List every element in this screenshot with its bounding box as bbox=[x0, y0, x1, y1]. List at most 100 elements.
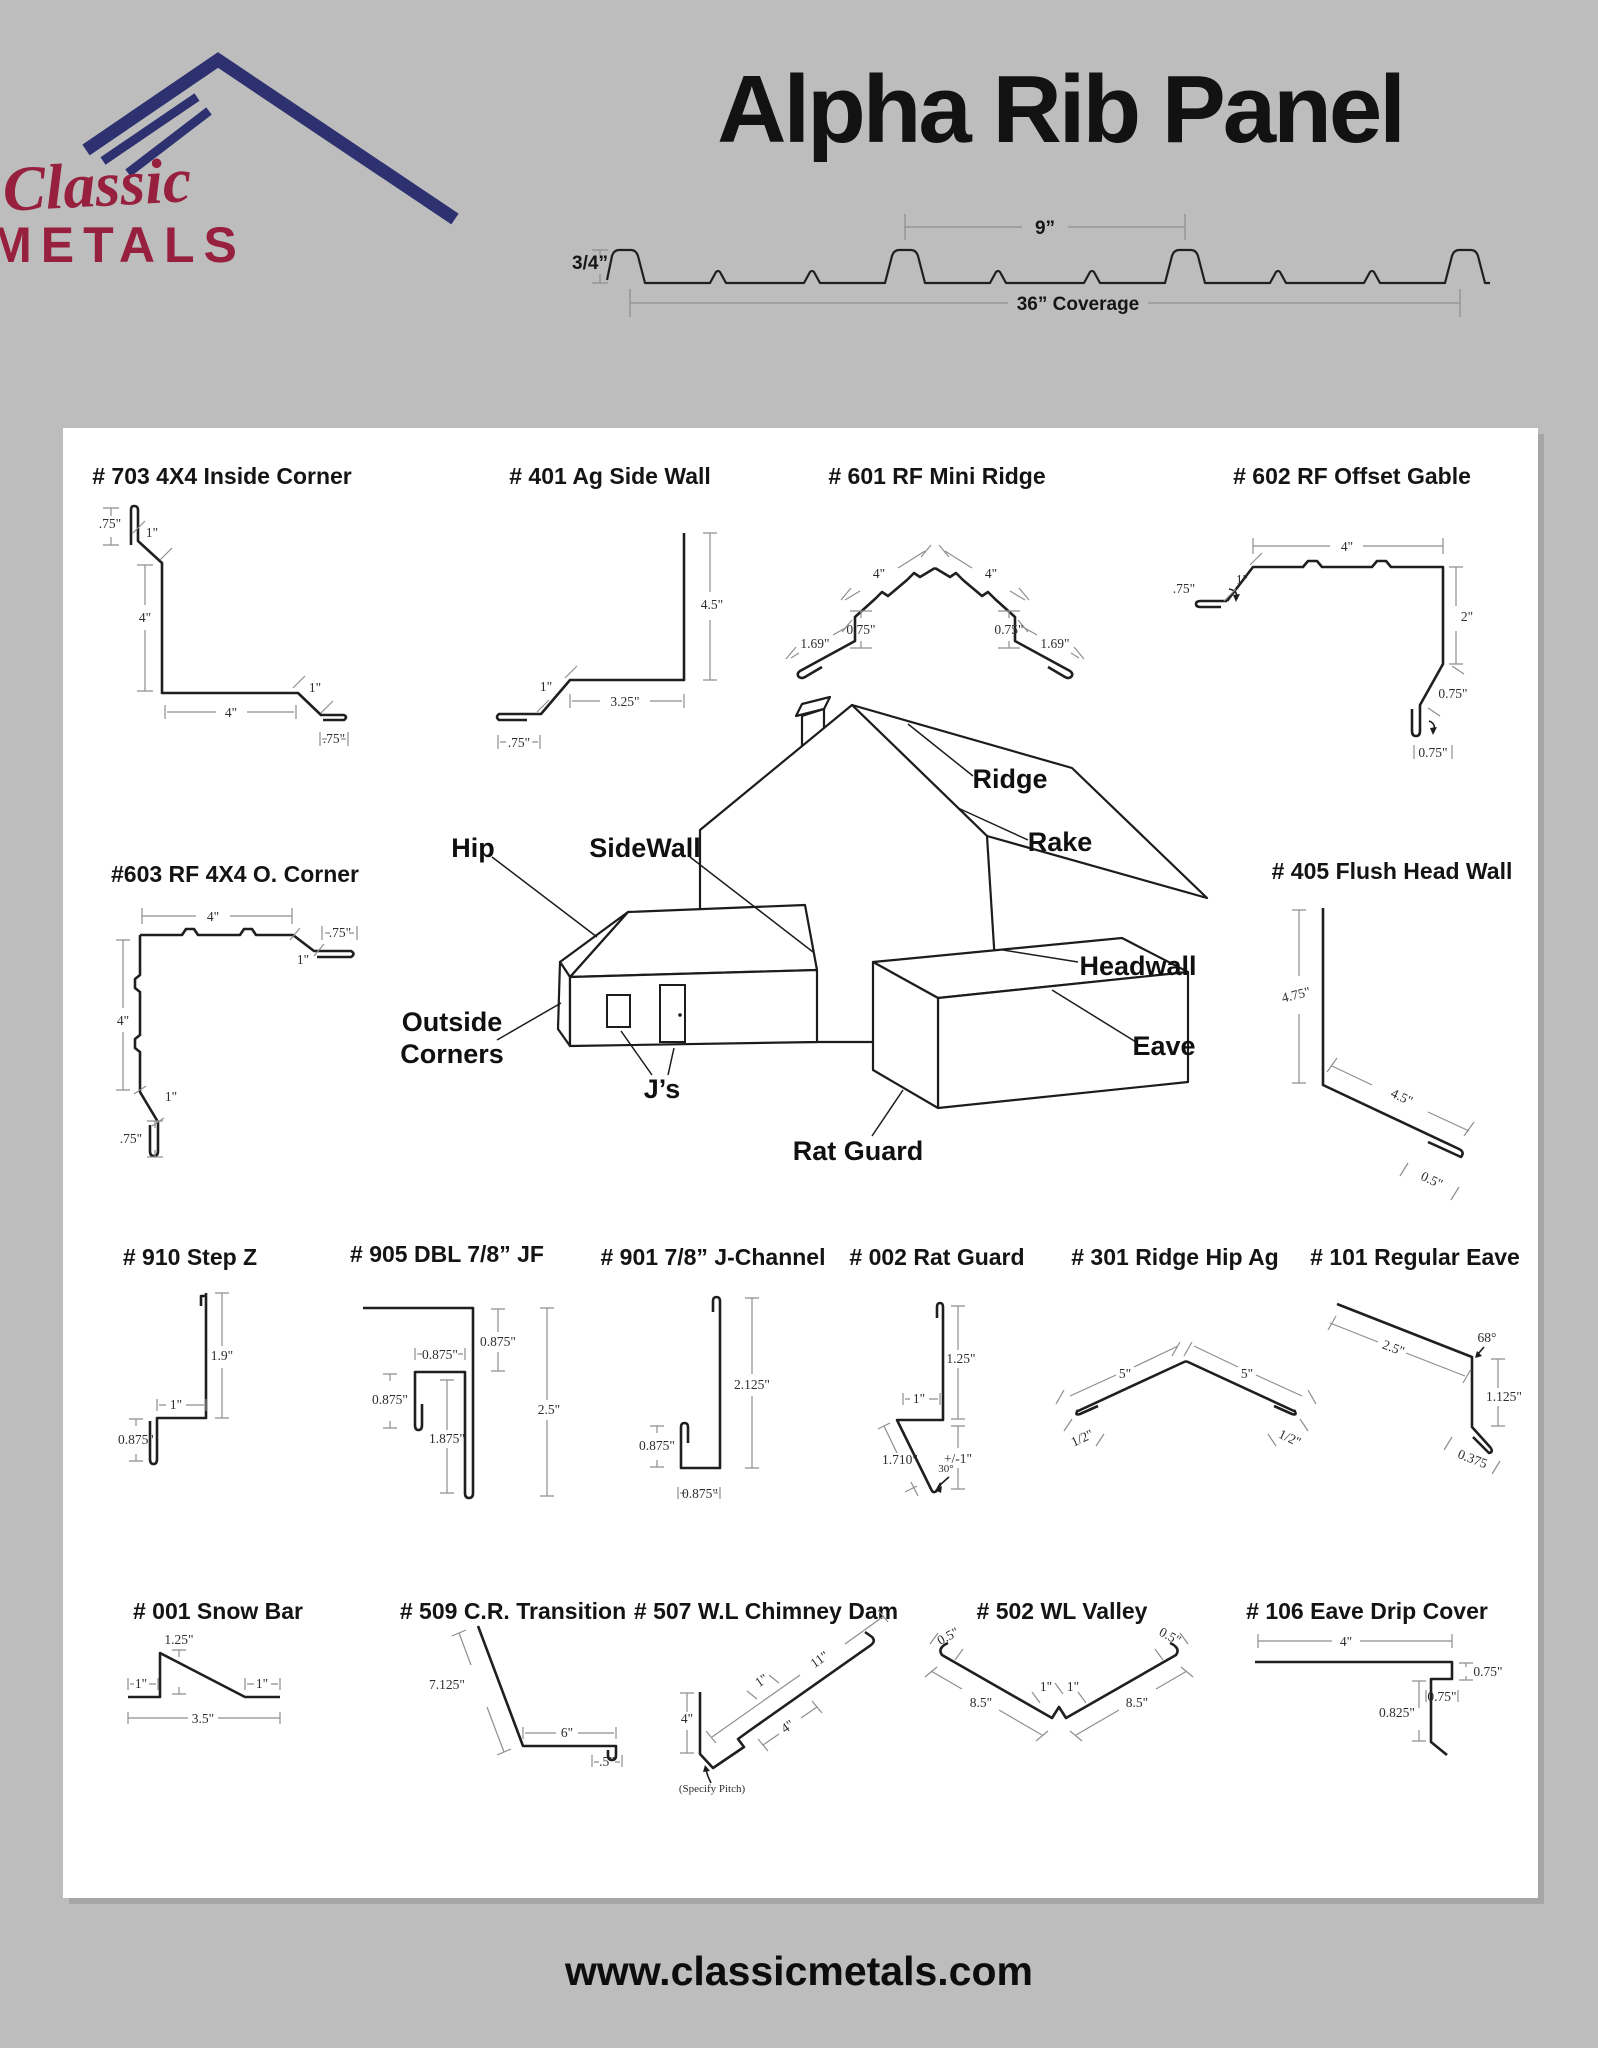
profile-title-507: # 507 W.L Chimney Dam bbox=[634, 1598, 898, 1624]
dim-405-vert: 4.75" bbox=[1280, 984, 1312, 1006]
dim-602-diag-left: 1" bbox=[1236, 572, 1248, 587]
diagram-905-dbl-jf: # 905 DBL 7/8” JF 0.875" 0.875" 0.875" 1… bbox=[350, 1241, 560, 1500]
dimension-lines-901 bbox=[650, 1297, 759, 1499]
dim-401-hem: .75" bbox=[508, 735, 530, 750]
label-leader-lines bbox=[491, 723, 1137, 1137]
door bbox=[659, 984, 686, 1043]
profile-outline-910 bbox=[148, 1293, 208, 1466]
dim-106-lip: 0.75" bbox=[1473, 1664, 1502, 1679]
dim-602-hem-left: .75" bbox=[1173, 581, 1195, 596]
profile-outline-101 bbox=[1336, 1302, 1494, 1455]
profile-title-001: # 001 Snow Bar bbox=[133, 1598, 303, 1624]
house-label-outside: Outside bbox=[402, 1007, 503, 1037]
profile-title-602: # 602 RF Offset Gable bbox=[1233, 463, 1471, 489]
dim-002-horiz: 1" bbox=[913, 1391, 925, 1406]
logo: Classic METALS bbox=[0, 52, 459, 273]
dimension-lines-101 bbox=[1327, 1315, 1505, 1475]
porch-side-wall bbox=[871, 960, 940, 1110]
door-knob bbox=[678, 1013, 682, 1017]
profile-outline-002 bbox=[895, 1301, 945, 1494]
dim-703-vert: 4" bbox=[139, 610, 151, 625]
dimension-lines-405 bbox=[1292, 909, 1475, 1201]
profile-title-703: # 703 4X4 Inside Corner bbox=[92, 463, 352, 489]
diagram-101-regular-eave: # 101 Regular Eave 2.5" 68° 1.125" 0.375 bbox=[1310, 1244, 1522, 1475]
profile-outline-507 bbox=[698, 1630, 876, 1770]
dim-601-slope-right: 4" bbox=[985, 566, 997, 581]
dim-603-diag-right: 1" bbox=[297, 952, 309, 967]
dim-905-total: 2.5" bbox=[538, 1402, 560, 1417]
diagram-601-rf-mini-ridge: # 601 RF Mini Ridge 4" 4" 0.75" 0.75" 1.… bbox=[785, 463, 1085, 680]
dim-509-slope: 7.125" bbox=[429, 1677, 465, 1692]
dim-703-diag-bot: 1" bbox=[309, 680, 321, 695]
dim-502-slope-right: 8.5" bbox=[1126, 1695, 1148, 1710]
dim-502-rib-right: 1" bbox=[1067, 1679, 1079, 1694]
dim-301-slope-left: 5" bbox=[1119, 1366, 1131, 1381]
diagram-panel-profile: 3/4” 9” 36” Coverage bbox=[572, 214, 1490, 317]
dim-703-diag-top: 1" bbox=[146, 525, 158, 540]
dim-905-top: 0.875" bbox=[480, 1334, 516, 1349]
profile-outline-901 bbox=[679, 1295, 722, 1470]
dim-603-vert: 4" bbox=[117, 1013, 129, 1028]
dimension-lines-703 bbox=[103, 507, 349, 746]
profile-title-601: # 601 RF Mini Ridge bbox=[828, 463, 1045, 489]
profile-outline-905 bbox=[363, 1306, 475, 1500]
diagram-502-wl-valley: # 502 WL Valley 0.5" 0.5" 8.5" 8.5" 1" 1… bbox=[924, 1598, 1194, 1742]
dim-901-width: 0.875" bbox=[682, 1486, 718, 1501]
house-label-hip: Hip bbox=[451, 833, 495, 863]
profile-title-901: # 901 7/8” J-Channel bbox=[601, 1244, 826, 1270]
diagram-703-inside-corner: # 703 4X4 Inside Corner .75" 1" 4" 4" 1"… bbox=[92, 463, 352, 746]
profile-outline-602 bbox=[1194, 559, 1445, 738]
dim-910-leg: 0.875" bbox=[118, 1432, 154, 1447]
chimney-cap bbox=[794, 695, 832, 718]
dim-603-diag-bot: 1" bbox=[165, 1089, 177, 1104]
logo-word-classic: Classic bbox=[1, 144, 193, 225]
dimension-lines-301 bbox=[1055, 1341, 1317, 1447]
profile-title-002: # 002 Rat Guard bbox=[849, 1244, 1024, 1270]
panel-dimension-lines bbox=[592, 214, 1461, 317]
house-label-rat-guard: Rat Guard bbox=[793, 1136, 924, 1166]
dim-601-slope-left: 4" bbox=[873, 566, 885, 581]
profile-title-401: # 401 Ag Side Wall bbox=[509, 463, 711, 489]
panel-rib-spacing-dim: 9” bbox=[1035, 218, 1055, 239]
dim-703-horiz: 4" bbox=[225, 705, 237, 720]
profile-outline-509 bbox=[476, 1625, 618, 1762]
dim-002-drop: +/-1" bbox=[944, 1451, 972, 1466]
house-label-js: J’s bbox=[644, 1074, 681, 1104]
dim-101-slope: 2.5" bbox=[1380, 1337, 1406, 1359]
diagram-901-j-channel: # 901 7/8” J-Channel 0.875" 2.125" 0.875… bbox=[601, 1244, 826, 1501]
dimension-lines-507 bbox=[680, 1609, 889, 1754]
house-illustration: Hip SideWall Ridge Rake Headwall Outside… bbox=[400, 695, 1209, 1166]
dim-603-hem-right: .75" bbox=[329, 925, 351, 940]
profile-title-905: # 905 DBL 7/8” JF bbox=[350, 1241, 544, 1267]
dim-910-vert: 1.9" bbox=[211, 1348, 233, 1363]
pitch-arrow-head-507 bbox=[703, 1765, 710, 1772]
house-label-sidewall: SideWall bbox=[589, 833, 701, 863]
diagram-509-cr-transition: # 509 C.R. Transition 7.125" 6" .5" bbox=[400, 1598, 626, 1769]
diagram-602-rf-offset-gable: # 602 RF Offset Gable 4" 1" .75" 2" 0.75… bbox=[1173, 463, 1473, 760]
diagram-401-ag-side-wall: # 401 Ag Side Wall 4.5" 1" 3.25" .75" bbox=[495, 463, 723, 750]
dimension-lines-603 bbox=[116, 908, 358, 1158]
content-panel bbox=[63, 428, 1538, 1898]
profile-outline-502 bbox=[939, 1641, 1179, 1720]
dim-002-angle: 30° bbox=[938, 1463, 953, 1475]
diagram-603-outside-corner: #603 RF 4X4 O. Corner 4" .75" 1" 4" 1" .… bbox=[111, 861, 359, 1158]
dim-603-top: 4" bbox=[207, 909, 219, 924]
dim-602-top: 4" bbox=[1341, 539, 1353, 554]
diagram-106-eave-drip-cover: # 106 Eave Drip Cover 4" 0.75" 0.75" 0.8… bbox=[1246, 1598, 1503, 1757]
profile-outline-301 bbox=[1075, 1360, 1297, 1416]
house-label-ridge: Ridge bbox=[972, 764, 1047, 794]
dim-703-hem-top: .75" bbox=[99, 516, 121, 531]
profile-outline-601 bbox=[796, 566, 1074, 680]
dim-905-inner-h: 1.875" bbox=[429, 1431, 465, 1446]
dim-401-diag: 1" bbox=[540, 679, 552, 694]
profile-title-405: # 405 Flush Head Wall bbox=[1272, 858, 1513, 884]
dim-001-total: 3.5" bbox=[192, 1711, 214, 1726]
profile-title-910: # 910 Step Z bbox=[123, 1244, 257, 1270]
dim-910-horiz: 1" bbox=[170, 1397, 182, 1412]
page-title: Alpha Rib Panel bbox=[717, 56, 1403, 163]
dimension-lines-601 bbox=[785, 544, 1085, 660]
profile-title-603: #603 RF 4X4 O. Corner bbox=[111, 861, 359, 887]
dim-502-rib-left: 1" bbox=[1040, 1679, 1052, 1694]
dim-401-horiz: 3.25" bbox=[610, 694, 639, 709]
